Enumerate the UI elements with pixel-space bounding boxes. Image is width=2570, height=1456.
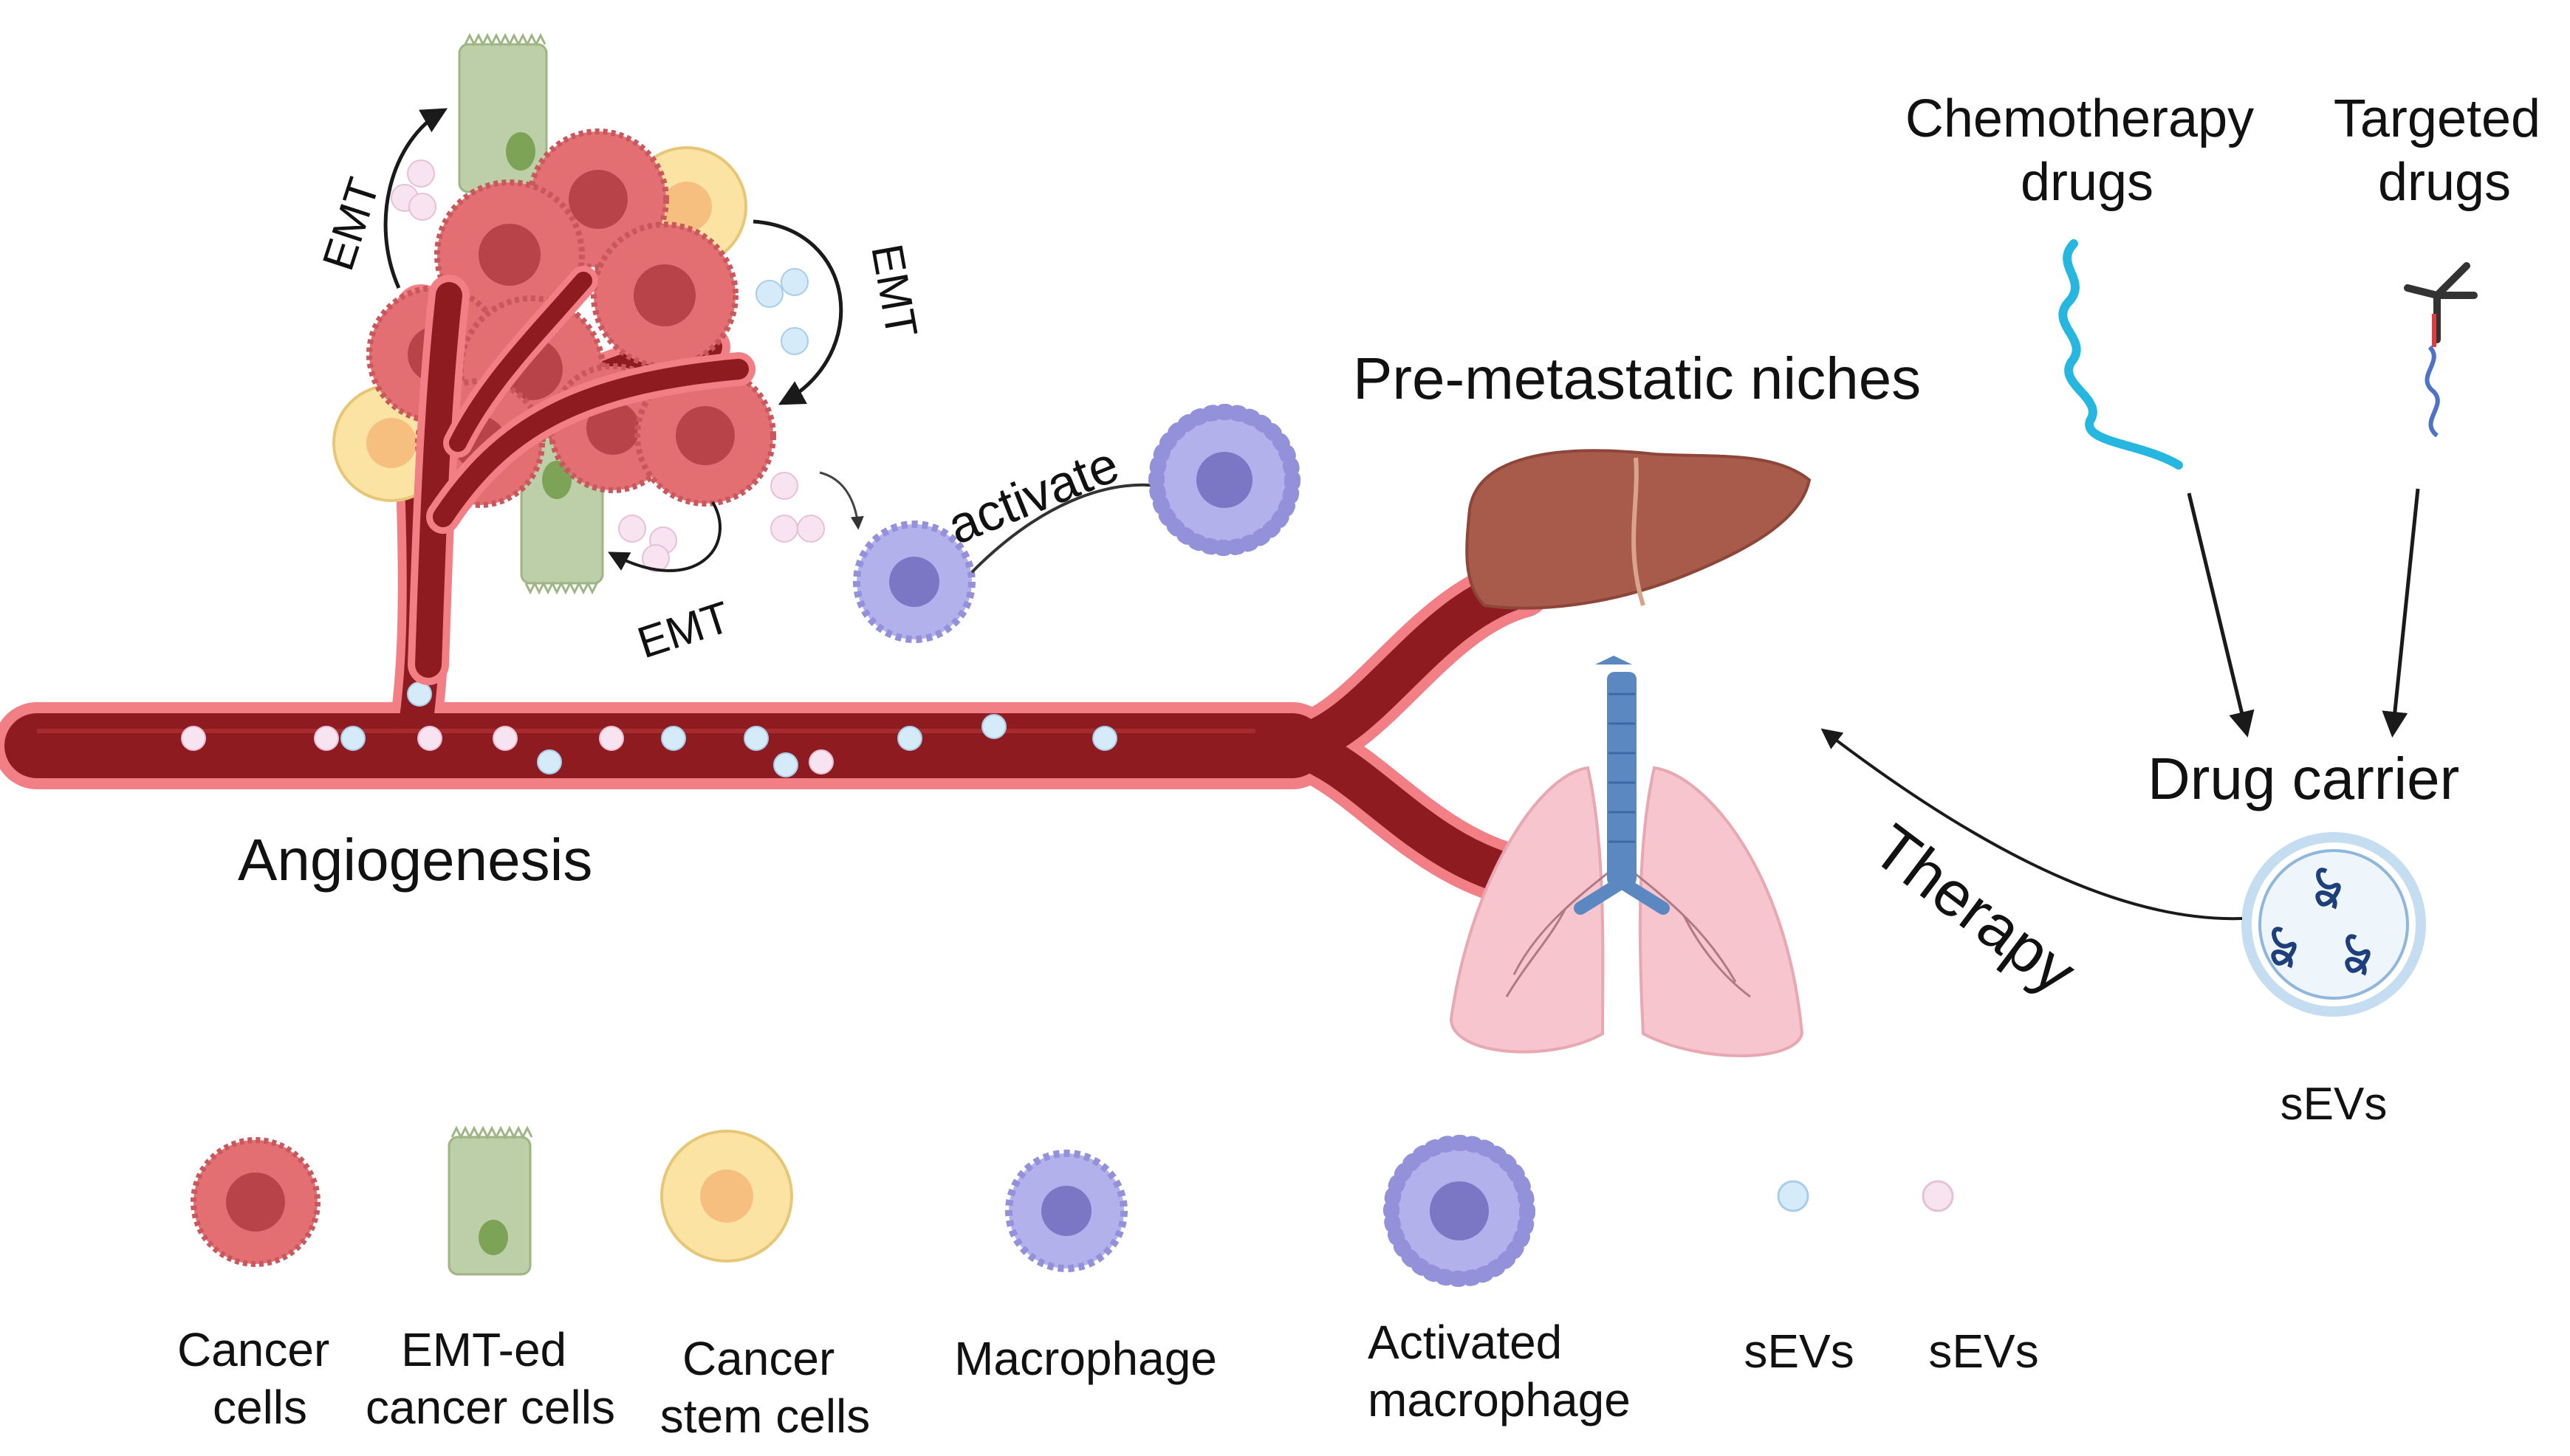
cancer-cell: [591, 222, 739, 369]
legend-label-cancer-stem-cells: Cancer stem cells: [660, 1332, 871, 1443]
chemo-to-carrier-arrow: [2187, 492, 2255, 738]
targeted-drugs-label: Targeted drugs: [2334, 89, 2555, 212]
legend-label-activated-macrophage: Activated macrophage: [1368, 1316, 1631, 1426]
liver: [1465, 449, 1812, 610]
drug-carrier-sev-icon: [2241, 832, 2426, 1017]
emt-ed-cancer-cell: [458, 32, 548, 193]
emt-arrows: [383, 108, 864, 572]
legend-icon-macrophage: [1005, 1150, 1128, 1272]
legend-label-sevs-blue: sEVs: [1744, 1325, 1854, 1378]
legend-icon-emt-ed-cancer-cell: [448, 1125, 533, 1276]
activated-macrophage: [1148, 404, 1301, 556]
angiogenesis-label: Angiogenesis: [238, 827, 592, 893]
legend-label-cancer-cells: Cancer cells: [177, 1323, 343, 1434]
activate-arrow: [970, 476, 1179, 574]
vessel-sevs: [181, 681, 1117, 777]
sevs-carrier-label: sEVs: [2281, 1079, 2388, 1130]
drug-carrier-label: Drug carrier: [2148, 746, 2459, 811]
legend-icon-cancer-stem-cell: [660, 1130, 793, 1263]
legend-icon-sevs-pink: [1922, 1180, 1954, 1212]
chemotherapy-drugs-label: Chemotherapy drugs: [1905, 89, 2269, 212]
legend: Cancer cells EMT-ed cancer cells Cancer …: [177, 1125, 2039, 1443]
legend-label-emt-ed-cancer-cells: EMT-ed cancer cells: [366, 1323, 615, 1434]
therapy-label: Therapy: [1860, 811, 2089, 1009]
tumor-cluster: [332, 32, 825, 685]
legend-label-macrophage: Macrophage: [954, 1332, 1217, 1385]
pre-metastatic-niches-label: Pre-metastatic niches: [1353, 346, 1921, 411]
legend-label-sevs-pink: sEVs: [1928, 1325, 2038, 1378]
activate-label: activate: [939, 435, 1126, 555]
cancer-cell: [434, 179, 585, 330]
legend-icon-activated-macrophage: [1383, 1135, 1535, 1287]
legend-icon-cancer-cell: [191, 1137, 321, 1267]
targeted-to-carrier-arrow: [2382, 488, 2420, 738]
macrophage: [853, 521, 976, 643]
emt-label-right: EMT: [862, 241, 927, 341]
chemotherapy-drug-icon: [2058, 239, 2183, 470]
trachea: [1574, 656, 1670, 915]
lungs: [1449, 656, 1804, 1057]
targeted-drug-antibody-icon: [2404, 262, 2478, 438]
legend-icon-sevs-blue: [1777, 1180, 1809, 1212]
emt-label-top-left: EMT: [313, 172, 389, 276]
emt-label-bottom: EMT: [631, 592, 736, 668]
therapy-arrow: [1820, 728, 2243, 921]
